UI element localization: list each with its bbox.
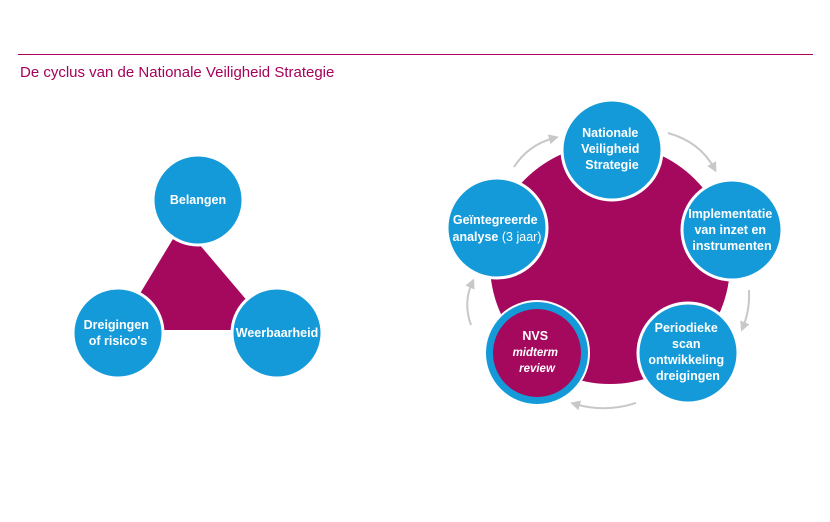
node-periodieke-label-1: Periodieke <box>655 321 718 335</box>
svg-text:NVS midterm re: NVS midterm review <box>513 329 562 375</box>
cycle-arrow-1 <box>667 132 717 173</box>
node-weerbaarheid: Weerbaarheid <box>230 286 324 380</box>
cycle-arrow-4 <box>465 278 475 326</box>
node-nvs-label-2: Veiligheid <box>581 142 639 156</box>
cycle-diagram: Nationale Veiligheid Strategie Implement… <box>445 98 784 411</box>
node-nvs: Nationale Veiligheid Strategie <box>560 98 664 202</box>
cycle-arrow-2 <box>740 289 751 332</box>
svg-text:Dreigingen of risico's: Dreigingen of risico's <box>84 318 153 348</box>
node-periodieke-label-3: ontwikkeling <box>648 353 724 367</box>
node-implementatie-label-1: Implementatie <box>688 207 772 221</box>
node-midterm-inner-circle <box>493 309 581 397</box>
node-implementatie-circle <box>680 178 784 282</box>
svg-text:Belangen: Belangen <box>170 193 226 207</box>
node-periodieke-label-2: scan <box>672 337 701 351</box>
svg-text:Weerbaarheid: Weerbaarheid <box>236 326 318 340</box>
node-geintegreerde-label-2: analyse <box>453 230 499 244</box>
cycle-arrow-5 <box>513 134 559 168</box>
node-dreigingen-label-2: of risico's <box>89 334 148 348</box>
node-implementatie-label-2: van inzet en <box>694 223 766 237</box>
node-midterm-label-3: review <box>519 363 556 375</box>
node-periodieke-circle <box>636 301 740 405</box>
node-geintegreerde: Geïntegreerde analyse (3 jaar) <box>445 176 549 280</box>
svg-text:Nationale Veiligheid: Nationale Veiligheid Strategie <box>581 126 643 172</box>
node-midterm-label-1: NVS <box>522 329 548 343</box>
svg-text:Geïntegreerde analyse: Geïntegreerde analyse (3 jaar) <box>453 213 542 244</box>
node-midterm: NVS midterm review <box>484 300 590 406</box>
node-periodieke: Periodieke scan ontwikkeling dreigingen <box>636 301 740 405</box>
node-geintegreerde-label-1: Geïntegreerde <box>453 213 538 227</box>
node-weerbaarheid-label: Weerbaarheid <box>236 326 318 340</box>
node-nvs-label-3: Strategie <box>585 158 639 172</box>
svg-text:Implementatie van inze: Implementatie van inzet en instrumenten <box>688 207 776 253</box>
node-dreigingen: Dreigingen of risico's <box>71 286 165 380</box>
node-dreigingen-label-1: Dreigingen <box>84 318 149 332</box>
svg-text:Periodieke scan: Periodieke scan ontwikkeling dreigingen <box>648 321 727 383</box>
node-weerbaarheid-circle <box>230 286 324 380</box>
node-belangen-circle <box>151 153 245 247</box>
node-geintegreerde-label-3: (3 jaar) <box>502 230 542 244</box>
node-periodieke-label-4: dreigingen <box>656 369 720 383</box>
node-nvs-label-1: Nationale <box>582 126 638 140</box>
page-title: De cyclus van de Nationale Veiligheid St… <box>20 64 335 81</box>
node-belangen: Belangen <box>151 153 245 247</box>
node-midterm-label-2: midterm <box>513 347 558 359</box>
triangle-shape <box>118 224 272 330</box>
header-rule <box>18 54 813 55</box>
cycle-arrow-3 <box>570 400 637 411</box>
node-nvs-circle <box>560 98 664 202</box>
node-dreigingen-circle <box>71 286 165 380</box>
triangle-diagram: Belangen Dreigingen of risico's Weerbaar… <box>71 153 324 380</box>
node-implementatie-label-3: instrumenten <box>692 239 771 253</box>
node-implementatie: Implementatie van inzet en instrumenten <box>680 178 784 282</box>
node-geintegreerde-label-2-line: analyse (3 jaar) <box>453 230 542 244</box>
node-belangen-label: Belangen <box>170 193 226 207</box>
node-geintegreerde-circle <box>445 176 549 280</box>
